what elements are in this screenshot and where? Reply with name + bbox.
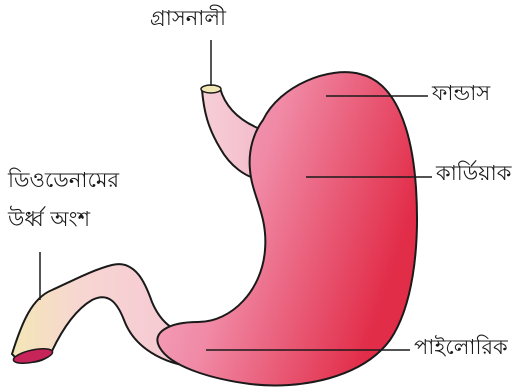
stomach-body [157, 72, 417, 385]
label-duodenum-line1: ডিওডেনামের [8, 170, 119, 191]
esophagus-opening [201, 85, 221, 93]
label-fundus: ফান্ডাস [432, 83, 490, 104]
label-cardiac: কার্ডিয়াক [436, 163, 511, 184]
label-pyloric: পাইলোরিক [414, 337, 508, 358]
label-duodenum-line2: উর্ধ্ব অংশ [8, 209, 90, 230]
label-esophagus: গ্রাসনালী [150, 8, 226, 29]
